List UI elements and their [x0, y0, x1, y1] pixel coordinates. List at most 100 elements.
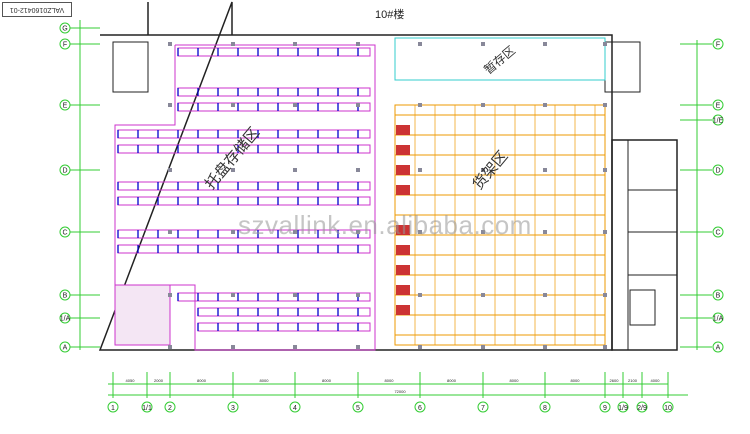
structural-column — [356, 42, 360, 46]
column-axis-bubble — [617, 401, 629, 413]
structural-column — [356, 293, 360, 297]
row-axis-label: C — [715, 230, 720, 237]
restroom — [114, 284, 171, 346]
shelf-marker — [396, 185, 410, 195]
structural-column — [418, 168, 422, 172]
column-axis-label: 1/1 — [142, 405, 152, 412]
column-axis-label: 5 — [356, 405, 360, 412]
structural-column — [168, 42, 172, 46]
structural-column — [231, 103, 235, 107]
structural-column — [418, 42, 422, 46]
row-axis-label: G — [62, 26, 67, 33]
row-axis-bubble — [712, 99, 724, 111]
column-axis-label: 6 — [418, 405, 422, 412]
structural-column — [481, 168, 485, 172]
pallet-rack-row — [197, 307, 371, 317]
structural-column — [418, 293, 422, 297]
watermark: szvallink.en.alibaba.com — [238, 210, 532, 240]
row-axis-bubble — [712, 312, 724, 324]
column-axis-label: 8 — [543, 405, 547, 412]
pallet-rack-row — [117, 181, 371, 191]
column-axis-label: 9 — [603, 405, 607, 412]
column-axis-label: 10 — [664, 405, 672, 412]
row-axis-bubble — [59, 289, 71, 301]
row-axis-label: D — [62, 168, 67, 175]
row-axis-bubble — [712, 226, 724, 238]
pallet-rack-row — [177, 47, 371, 57]
stair-left — [112, 41, 149, 93]
dimension-label: 8000 — [260, 378, 270, 383]
structural-column — [418, 345, 422, 349]
structural-column — [481, 230, 485, 234]
structural-column — [231, 345, 235, 349]
structural-column — [418, 230, 422, 234]
structural-column — [356, 168, 360, 172]
structural-column — [418, 103, 422, 107]
row-axis-label: E — [716, 103, 721, 110]
structural-column — [543, 293, 547, 297]
structural-column — [231, 168, 235, 172]
structural-column — [481, 103, 485, 107]
structural-column — [603, 168, 607, 172]
pallet-zone-outline — [114, 44, 376, 351]
building-label: 10#楼 — [375, 9, 405, 21]
structural-column — [168, 230, 172, 234]
structural-column — [293, 345, 297, 349]
column-axis-bubble — [599, 401, 611, 413]
column-axis-bubble — [107, 401, 119, 413]
row-axis-bubble — [712, 289, 724, 301]
structural-column — [543, 168, 547, 172]
row-axis-bubble — [712, 164, 724, 176]
row-axis-label: C — [62, 230, 67, 237]
column-axis-bubble — [289, 401, 301, 413]
shelf-marker — [396, 125, 410, 135]
structural-column — [168, 103, 172, 107]
structural-column — [293, 42, 297, 46]
dimension-label: 8000 — [447, 378, 457, 383]
shelf-marker — [396, 285, 410, 295]
structural-column — [168, 345, 172, 349]
dimension-label: 2600 — [610, 378, 620, 383]
structural-column — [481, 345, 485, 349]
structural-column — [481, 293, 485, 297]
row-axis-label: D — [715, 168, 720, 175]
dimension-label: 8000 — [510, 378, 520, 383]
structural-column — [543, 345, 547, 349]
structural-column — [231, 230, 235, 234]
row-axis-bubble — [59, 226, 71, 238]
dimension-label: 8000 — [322, 378, 332, 383]
row-axis-bubble — [59, 341, 71, 353]
row-axis-label: 1/A — [60, 316, 71, 323]
row-axis-label: A — [716, 345, 721, 352]
structural-column — [168, 293, 172, 297]
shelf-marker — [396, 165, 410, 175]
column-axis-label: 4 — [293, 405, 297, 412]
dimension-label: 4000 — [651, 378, 661, 383]
column-axis-bubble — [227, 401, 239, 413]
structural-column — [356, 103, 360, 107]
shelf-marker — [396, 145, 410, 155]
structural-column — [603, 345, 607, 349]
row-axis-label: E — [63, 103, 68, 110]
dimension-label: 8000 — [197, 378, 207, 383]
structural-column — [543, 103, 547, 107]
shelf-marker — [396, 265, 410, 275]
structural-column — [543, 42, 547, 46]
structural-column — [293, 293, 297, 297]
structural-column — [231, 293, 235, 297]
pallet-rack-row — [117, 244, 371, 254]
structural-column — [293, 230, 297, 234]
shelf-zone-outline — [394, 104, 606, 346]
column-axis-label: 2 — [168, 405, 172, 412]
column-axis-bubble — [141, 401, 153, 413]
column-axis-label: 2/9 — [637, 405, 647, 412]
column-axis-label: 1 — [111, 405, 115, 412]
office-block — [611, 139, 678, 351]
column-axis-label: 1/9 — [618, 405, 628, 412]
structural-column — [603, 293, 607, 297]
structural-column — [356, 230, 360, 234]
structural-column — [356, 345, 360, 349]
row-axis-bubble — [59, 38, 71, 50]
